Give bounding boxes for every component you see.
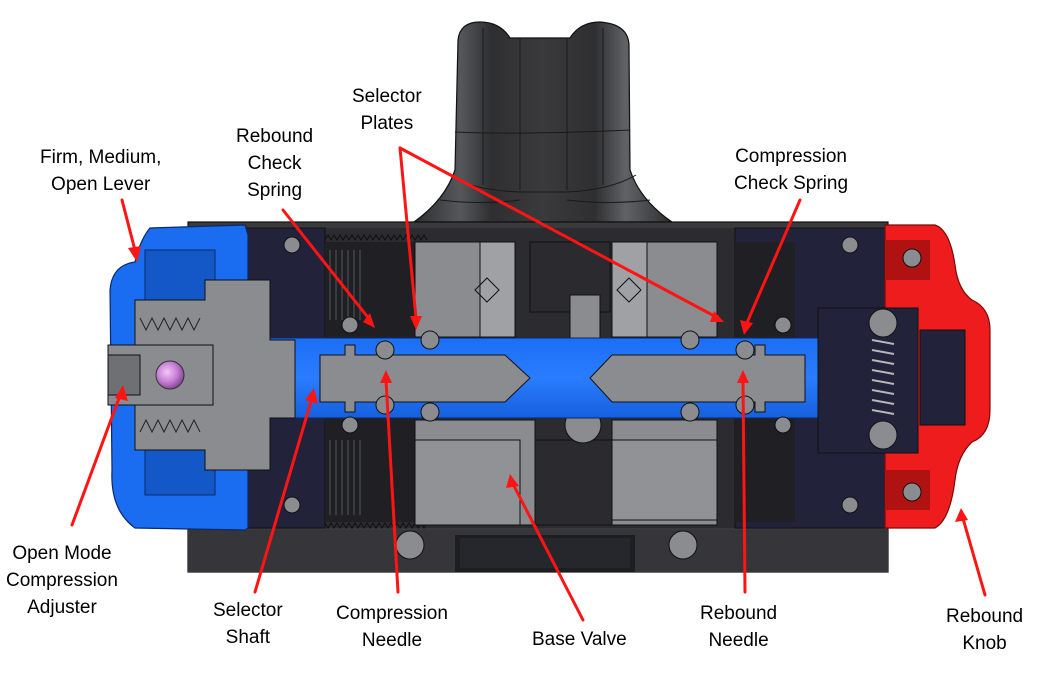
- label-line: Base Valve: [532, 629, 627, 650]
- label-line: Open Lever: [51, 174, 151, 195]
- arrowhead-firm-lever: [128, 246, 141, 262]
- label-line: Rebound: [236, 126, 314, 147]
- label-compression-check-spring: Compression Check Spring: [734, 143, 848, 197]
- leader-rebound-check-spring: [281, 208, 372, 322]
- arrowheads: [115, 311, 968, 522]
- label-line: Compression: [336, 603, 448, 624]
- top-mount: [412, 21, 674, 223]
- leader-rebound-knob: [960, 513, 987, 597]
- valve-blocks: [414, 241, 718, 526]
- lever-cap-blue: [107, 224, 296, 531]
- label-open-mode-compression-adjuster: Open Mode Compression Adjuster: [6, 540, 118, 621]
- leader-open-mode-adjuster: [70, 388, 124, 527]
- leader-selector-shaft: [253, 396, 314, 594]
- leader-rebound-needle: [741, 378, 747, 594]
- label-line: Rebound: [946, 606, 1024, 627]
- label-line: Rebound: [700, 603, 778, 624]
- label-line: Selector: [352, 86, 422, 107]
- label-line: Check Spring: [734, 173, 849, 194]
- leader-lines: [70, 146, 987, 622]
- leader-compression-check-spring: [744, 198, 802, 327]
- label-line: Adjuster: [27, 597, 97, 618]
- label-base-valve: Base Valve: [532, 626, 627, 653]
- label-compression-needle: Compression Needle: [336, 600, 448, 654]
- label-line: Shaft: [225, 627, 271, 648]
- rebound-knob-red: [817, 224, 991, 529]
- label-line: Needle: [361, 630, 423, 651]
- leader-compression-needle: [384, 378, 400, 594]
- label-rebound-check-spring: Rebound Check Spring: [236, 123, 313, 204]
- label-selector-plates: Selector Plates: [352, 83, 422, 137]
- label-line: Firm, Medium,: [40, 147, 162, 168]
- label-rebound-needle: Rebound Needle: [700, 600, 777, 654]
- leader-base-valve: [510, 480, 585, 622]
- label-line: Selector: [213, 600, 283, 621]
- label-line: Compression: [735, 146, 847, 167]
- label-line: Compression: [6, 570, 118, 591]
- label-line: Needle: [708, 630, 769, 651]
- label-line: Plates: [360, 113, 414, 134]
- label-line: Spring: [247, 180, 303, 201]
- leader-selector-plates-left: [398, 146, 418, 320]
- label-line: Check: [247, 153, 302, 174]
- label-selector-shaft: Selector Shaft: [213, 597, 283, 651]
- label-line: Knob: [962, 633, 1007, 654]
- selector-shaft-assembly: [256, 236, 859, 514]
- leader-selector-plates-right: [398, 146, 720, 320]
- label-rebound-knob: Rebound Knob: [946, 603, 1023, 657]
- label-line: Open Mode: [12, 543, 112, 564]
- label-firm-medium-open-lever: Firm, Medium, Open Lever: [40, 144, 161, 198]
